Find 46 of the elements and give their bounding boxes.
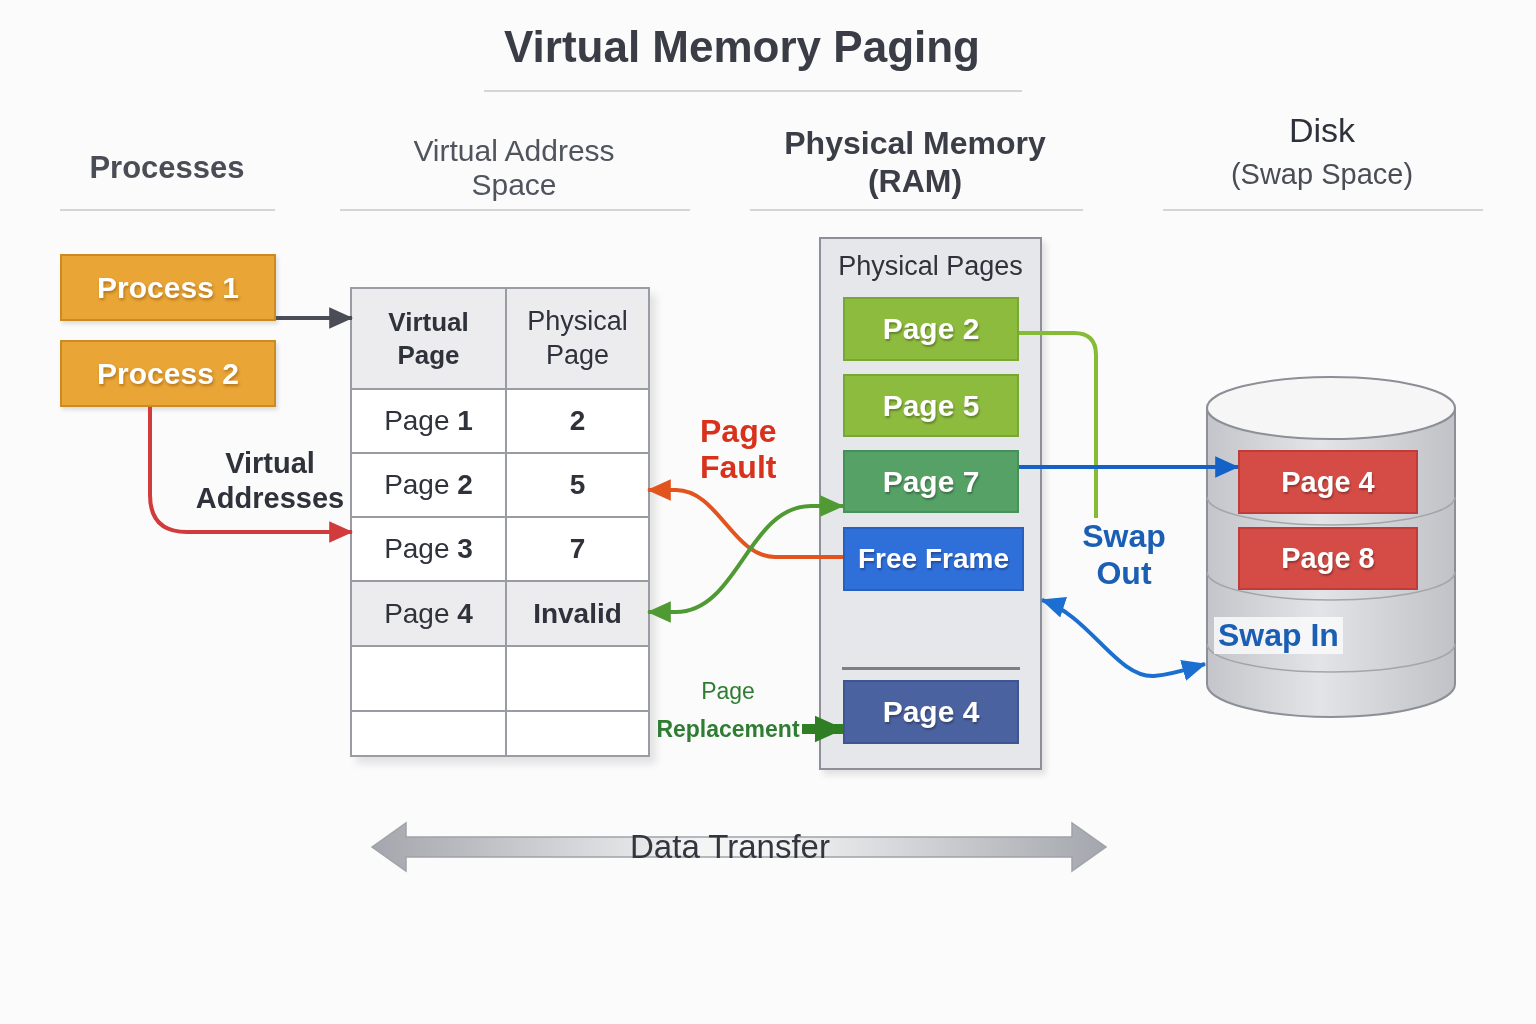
disk-page: Page 4 [1238,450,1418,514]
annotation-text: Swap Out [1078,518,1170,592]
table-cell: Page 1 [352,390,505,452]
table-cell: 2 [507,390,648,452]
arrow [802,715,845,743]
process-box: Process 1 [60,254,276,321]
arrow [646,495,845,623]
empty-table-cell [352,647,505,710]
edge-label: Swap In [1214,617,1343,654]
table-cell: Page 2 [352,454,505,516]
empty-table-cell [507,647,648,710]
table-cell: 7 [507,518,648,580]
arrow [148,407,354,543]
table-cell: 5 [507,454,648,516]
empty-table-cell [507,712,648,755]
diagram-title: Virtual Memory Paging [504,22,980,72]
annotation-text: Page Replacement [654,672,802,748]
edge-label: Page Fault [700,414,778,486]
arrow [1019,456,1240,478]
column-heading: Physical Memory (RAM) [783,124,1047,201]
disk-page: Page 8 [1238,527,1418,590]
arrow [646,479,843,559]
column-heading: Disk [1288,111,1356,150]
process-box: Process 2 [60,340,276,407]
page-table [350,287,650,757]
column-heading: Processes [89,150,245,186]
page-frame: Page 7 [843,450,1019,513]
empty-table-cell [352,712,505,755]
panel-heading: Physical Pages [838,251,1023,282]
connector-line [1019,331,1098,518]
table-cell: Page 3 [352,518,505,580]
free-frame: Free Frame [843,527,1024,591]
edge-label: Virtual Addresses [194,446,346,516]
table-header: Physical Page [507,289,648,388]
arrow-label: Data Transfer [630,828,830,866]
column-subheading: (Swap Space) [1230,158,1414,191]
page-frame: Page 2 [843,297,1019,361]
table-cell: Invalid [507,582,648,645]
arrow [1040,598,1207,681]
page-frame: Page 4 [843,680,1019,744]
page-frame: Page 5 [843,374,1019,437]
column-heading: Virtual Address Space [412,134,616,202]
table-cell: Page 4 [352,582,505,645]
arrow [276,307,354,329]
memory-panel [819,237,1042,770]
table-header: Virtual Page [352,289,505,388]
